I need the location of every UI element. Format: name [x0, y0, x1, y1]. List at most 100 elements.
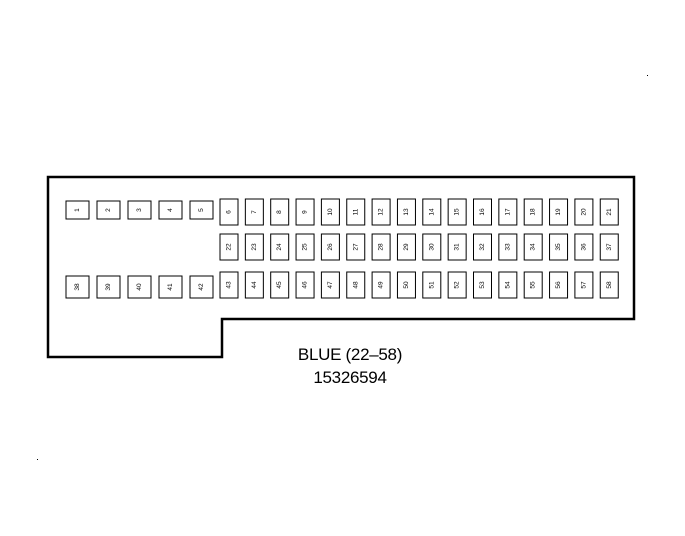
cavity-49: 49: [371, 271, 391, 299]
cavity-number: 21: [606, 208, 613, 216]
cavity-number: 58: [606, 281, 613, 289]
cavity-number: 52: [454, 281, 461, 289]
cavity-number: 26: [327, 243, 334, 251]
cavity-box: [295, 271, 315, 299]
cavity-number: 12: [378, 208, 385, 216]
cavity-46: 46: [295, 271, 315, 299]
cavity-box: [270, 233, 290, 261]
cavity-box: [574, 271, 594, 299]
cavity-box: [219, 198, 239, 226]
cavity-box: [270, 198, 290, 226]
cavity-58: 58: [599, 271, 619, 299]
cavity-number: 7: [251, 210, 258, 214]
cavity-number: 19: [555, 208, 562, 216]
cavity-number: 47: [327, 281, 334, 289]
cavity-number: 43: [226, 281, 233, 289]
cavity-box: [127, 200, 152, 220]
cavity-number: 13: [403, 208, 410, 216]
cavity-number: 36: [580, 243, 587, 251]
cavity-33: 33: [498, 233, 518, 261]
cavity-11: 11: [346, 198, 366, 226]
cavity-box: [244, 271, 264, 299]
cavity-number: 6: [226, 210, 233, 214]
cavity-box: [523, 271, 543, 299]
cavity-9: 9: [295, 198, 315, 226]
cavity-40: 40: [127, 275, 152, 299]
cavity-number: 41: [167, 283, 174, 291]
cavity-box: [96, 200, 121, 220]
cavity-box: [447, 233, 467, 261]
cavity-box: [473, 198, 492, 226]
connector-outline: [46, 175, 636, 359]
cavity-31: 31: [447, 233, 467, 261]
cavity-4: 4: [158, 200, 183, 220]
cavity-43: 43: [219, 271, 239, 299]
cavity-37: 37: [599, 233, 619, 261]
cavity-number: 48: [352, 281, 359, 289]
cavity-box: [549, 233, 569, 261]
cavity-box: [127, 275, 152, 299]
cavity-number: 3: [136, 208, 143, 212]
cavity-box: [65, 200, 90, 220]
cavity-box: [346, 198, 366, 226]
cavity-12: 12: [371, 198, 391, 226]
cavity-51: 51: [422, 271, 442, 299]
cavity-number: 33: [504, 243, 511, 251]
cavity-number: 31: [454, 243, 461, 251]
cavity-5: 5: [189, 200, 214, 220]
cavity-1: 1: [65, 200, 90, 220]
cavity-box: [346, 233, 366, 261]
connector-color-label: BLUE (22–58): [297, 345, 403, 364]
cavity-number: 14: [428, 208, 435, 216]
cavity-box: [498, 198, 518, 226]
cavity-13: 13: [396, 198, 416, 226]
cavity-57: 57: [574, 271, 594, 299]
cavity-56: 56: [549, 271, 569, 299]
cavity-number: 22: [226, 243, 233, 251]
cavity-number: 5: [198, 208, 205, 212]
cavity-3: 3: [127, 200, 152, 220]
cavity-47: 47: [320, 271, 340, 299]
cavity-box: [396, 271, 416, 299]
cavity-box: [498, 233, 518, 261]
cavity-23: 23: [244, 233, 264, 261]
cavity-box: [189, 275, 214, 299]
cavity-52: 52: [447, 271, 467, 299]
cavity-number: 24: [276, 243, 283, 251]
cavity-box: [523, 233, 543, 261]
cavity-box: [422, 198, 442, 226]
cavity-number: 45: [276, 281, 283, 289]
cavity-box: [447, 271, 467, 299]
cavity-box: [320, 198, 340, 226]
cavity-number: 23: [251, 243, 258, 251]
cavity-box: [158, 275, 183, 299]
cavity-53: 53: [473, 271, 492, 299]
speck-mark: [37, 459, 38, 460]
cavity-number: 16: [479, 208, 486, 216]
cavity-number: 49: [378, 281, 385, 289]
cavity-34: 34: [523, 233, 543, 261]
cavity-50: 50: [396, 271, 416, 299]
cavity-42: 42: [189, 275, 214, 299]
cavity-number: 42: [198, 283, 205, 291]
cavity-number: 56: [555, 281, 562, 289]
cavity-26: 26: [320, 233, 340, 261]
cavity-box: [158, 200, 183, 220]
cavity-number: 11: [352, 208, 359, 215]
cavity-box: [270, 271, 290, 299]
speck-mark: [647, 75, 648, 76]
cavity-number: 35: [555, 243, 562, 251]
cavity-number: 9: [302, 210, 309, 214]
cavity-box: [473, 233, 492, 261]
cavity-box: [219, 271, 239, 299]
cavity-38: 38: [65, 275, 90, 299]
cavity-number: 39: [105, 283, 112, 291]
cavity-7: 7: [244, 198, 264, 226]
cavity-number: 4: [167, 208, 174, 212]
cavity-15: 15: [447, 198, 467, 226]
cavity-2: 2: [96, 200, 121, 220]
cavity-number: 44: [251, 281, 258, 289]
cavity-number: 46: [302, 281, 309, 289]
cavity-number: 28: [378, 243, 385, 251]
